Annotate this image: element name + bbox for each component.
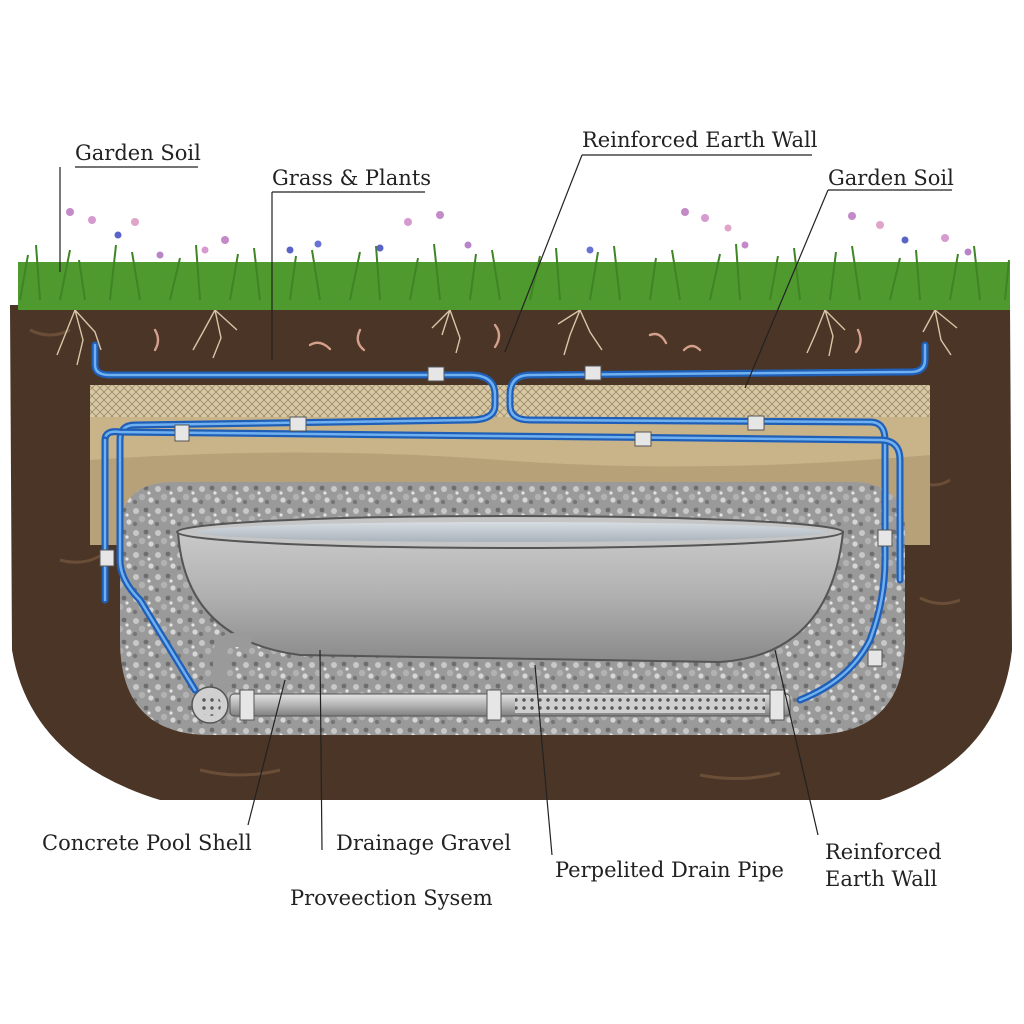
flower-icon	[286, 246, 294, 254]
grass-turf	[18, 262, 1010, 310]
pipe-fitting-icon	[877, 529, 893, 547]
flower-icon	[941, 234, 949, 242]
label-garden-soil-right: Garden Soil	[828, 166, 954, 190]
pipe-fitting-icon	[769, 689, 785, 721]
drain-elbow	[213, 633, 252, 707]
label-perforated-drain-pipe: Perpelited Drain Pipe	[555, 858, 784, 882]
label-concrete-pool-shell: Concrete Pool Shell	[42, 831, 252, 855]
flower-icon	[741, 241, 749, 249]
label-drainage-gravel: Drainage Gravel	[336, 831, 511, 855]
flower-icon	[464, 241, 472, 249]
pipe-fitting-icon	[867, 649, 883, 667]
leader-lines	[59, 154, 952, 856]
flower-icon	[114, 231, 122, 239]
flower-icon	[586, 246, 594, 254]
flower-icon	[848, 212, 856, 220]
flower-icon	[964, 248, 972, 256]
pipe-fitting-icon	[634, 431, 652, 447]
flower-icon	[314, 240, 322, 248]
pipe-fitting-icon	[289, 416, 307, 432]
label-reinforced-earth-wall-bottom-1: Reinforced	[825, 840, 942, 864]
worms	[153, 323, 862, 354]
flower-icon	[876, 221, 884, 229]
flower-icon	[436, 211, 444, 219]
pipe-fitting-icon	[584, 365, 602, 381]
flower-icon	[131, 218, 139, 226]
roots	[56, 309, 958, 366]
flower-icon	[88, 216, 96, 224]
pipe-fitting-icon	[239, 689, 255, 721]
pipe-fitting-icon	[486, 689, 502, 721]
flower-icon	[156, 251, 164, 259]
concrete-pool-shell	[176, 531, 845, 664]
label-grass-plants: Grass & Plants	[272, 166, 431, 190]
pipe-fitting-icon	[427, 366, 445, 382]
flowers	[66, 208, 972, 259]
flower-icon	[376, 244, 384, 252]
flower-icon	[201, 246, 209, 254]
pool-water	[195, 522, 825, 542]
flower-icon	[681, 208, 689, 216]
pipe-fitting-icon	[174, 424, 190, 442]
flower-icon	[221, 236, 229, 244]
flower-icon	[701, 214, 709, 222]
blue-pipe-network	[91, 341, 929, 704]
label-reinforced-earth-wall-top: Reinforced Earth Wall	[582, 128, 818, 152]
label-protection-system: Proveection Sysem	[290, 886, 493, 910]
grass-blades	[19, 243, 1010, 301]
label-reinforced-earth-wall-bottom-2: Earth Wall	[825, 867, 938, 891]
pipe-fitting-icon	[99, 549, 115, 567]
flower-icon	[724, 224, 732, 232]
flower-icon	[66, 208, 74, 216]
flower-icon	[404, 218, 412, 226]
pipe-fitting-icon	[747, 415, 765, 431]
flower-icon	[901, 236, 909, 244]
perforated-drain-pipe	[191, 633, 791, 724]
label-garden-soil-left: Garden Soil	[75, 141, 201, 165]
